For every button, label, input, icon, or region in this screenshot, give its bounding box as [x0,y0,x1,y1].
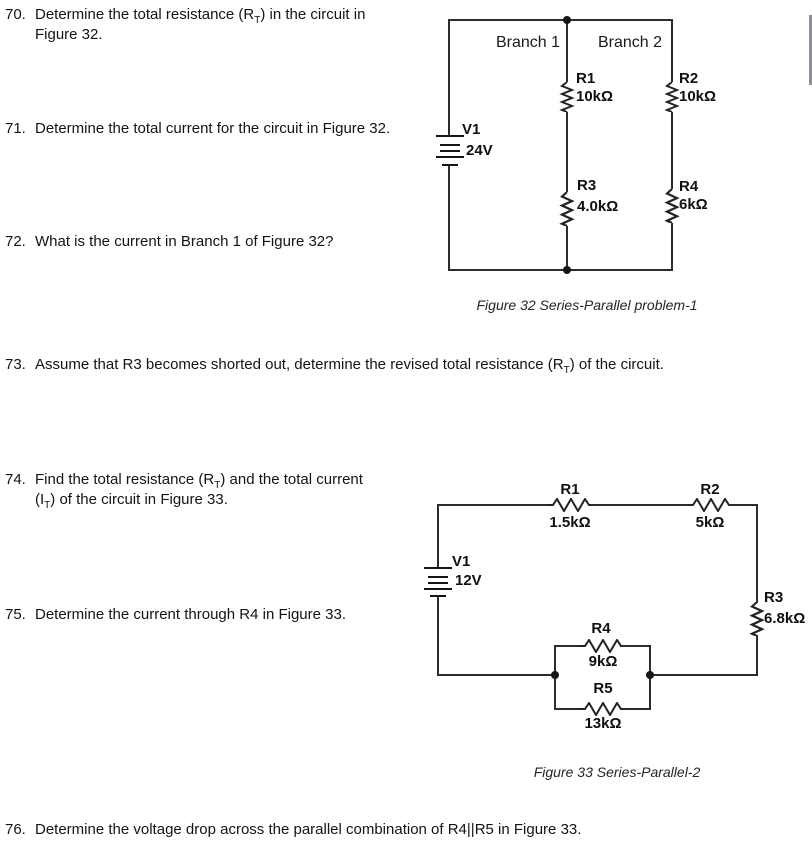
question-74: 74. Find the total resistance (RT) and t… [5,470,363,511]
fig33-junction-dot-left [551,671,559,679]
question-number: 74. [5,471,26,488]
fig33-r3-value: 6.8kΩ [764,610,806,627]
fig32-source-value: 24V [466,142,493,159]
fig33-right-wire-lower [756,635,758,676]
fig32-branch1-label: Branch 1 [495,34,561,51]
fig33-r4-name: R4 [591,620,611,637]
fig32-r2-value: 10kΩ [679,88,717,105]
question-text: What is the current in Branch 1 of Figur… [35,233,334,250]
fig33-bottom-wire [437,674,556,676]
question-text: Determine the total resistance (RT) in t… [35,6,366,43]
fig33-battery-long-plate [424,567,452,569]
fig33-parallel-box-top-wire [554,645,581,647]
fig33-left-wire-lower [437,597,439,675]
fig33-resistor-r4-zigzag [580,639,624,653]
fig33-r5-name: R5 [593,680,613,697]
fig33-r4-value: 9kΩ [588,653,618,670]
fig33-resistor-r3-zigzag [749,602,765,636]
fig33-r1-name: R1 [560,481,580,498]
question-number: 70. [5,6,26,23]
question-70: 70. Determine the total resistance (RT) … [5,5,365,45]
question-76: 76. Determine the voltage drop across th… [5,820,581,840]
subscript: T [254,15,261,26]
fig33-caption: Figure 33 Series-Parallel-2 [533,764,701,780]
fig32-left-wire-upper [448,19,450,135]
fig32-caption: Figure 32 Series-Parallel problem-1 [476,297,698,313]
fig33-resistor-r5-zigzag [580,702,624,716]
fig32-r1-name: R1 [576,70,596,87]
subscript: T [214,480,221,491]
fig32-battery-long-plate [436,135,464,137]
fig32-branch2-label: Branch 2 [597,34,663,51]
fig33-r1-value: 1.5kΩ [549,514,591,531]
question-text: Find the total resistance (RT) and the t… [35,471,363,511]
fig32-resistor-r3-zigzag [559,192,575,226]
question-text: Determine the current through R4 in Figu… [35,606,346,623]
question-number: 75. [5,606,26,623]
fig33-resistor-r1-zigzag [548,498,592,512]
fig32-source-name: V1 [462,121,481,138]
fig32-branch2-wire [671,19,673,82]
question-75: 75. Determine the current through R4 in … [5,605,346,625]
fig32-bottom-wire [448,269,673,271]
fig32-branch1-wire [566,226,568,270]
question-71: 71. Determine the total current for the … [5,119,390,139]
question-text: Assume that R3 becomes shorted out, dete… [35,356,664,376]
fig32-resistor-r2-zigzag [664,82,680,112]
fig33-r2-name: R2 [700,481,720,498]
fig33-junction-dot-right [646,671,654,679]
fig33-top-wire [437,504,549,506]
question-text: Determine the total current for the circ… [35,120,391,137]
fig32-r3-name: R3 [577,177,597,194]
fig33-top-wire [731,504,758,506]
question-73: 73. Assume that R3 becomes shorted out, … [5,355,664,376]
fig33-top-wire [591,504,689,506]
fig32-battery-short-plate [442,164,458,166]
fig32-branch2-wire [671,112,673,189]
fig33-source-value: 12V [455,572,482,589]
question-number: 72. [5,233,26,250]
fig33-parallel-box-bottom-wire [623,708,651,710]
question-number: 73. [5,356,26,373]
question-number: 71. [5,120,26,137]
subscript: T [563,365,570,376]
fig33-parallel-box-bottom-wire [554,708,581,710]
fig33-r2-value: 5kΩ [695,514,725,531]
fig32-battery-long-plate [436,156,464,158]
fig32-junction-dot-top [563,16,571,24]
fig32-branch2-wire [671,223,673,270]
fig32-r3-value: 4.0kΩ [577,198,619,215]
scrollbar-thumb[interactable] [809,15,812,85]
fig33-source-name: V1 [452,553,471,570]
fig32-battery-thick-plate [440,144,460,152]
fig32-left-wire-lower [448,166,450,271]
fig33-battery-thick-plate [428,576,448,584]
fig32-branch1-wire [566,19,568,82]
question-text: Determine the voltage drop across the pa… [35,821,582,838]
fig33-parallel-box-top-wire [623,645,651,647]
question-72: 72. What is the current in Branch 1 of F… [5,232,333,252]
fig33-bottom-wire [649,674,758,676]
fig32-r2-name: R2 [679,70,699,87]
fig32-branch1-wire [566,112,568,192]
fig32-resistor-r1-zigzag [559,82,575,112]
subscript: T [44,500,51,511]
fig32-resistor-r4-zigzag [664,189,680,223]
fig33-battery-short-plate [430,595,446,597]
fig32-junction-dot-bottom [563,266,571,274]
fig33-battery-long-plate [424,588,452,590]
fig32-r1-value: 10kΩ [576,88,614,105]
fig33-right-wire-upper [756,504,758,603]
fig33-r3-name: R3 [764,589,784,606]
question-number: 76. [5,821,26,838]
fig32-r4-name: R4 [679,178,699,195]
fig32-r4-value: 6kΩ [679,196,708,213]
fig33-left-wire-upper [437,504,439,568]
fig33-resistor-r2-zigzag [688,498,732,512]
fig32-top-wire [448,19,673,21]
fig33-r5-value: 13kΩ [584,715,622,732]
